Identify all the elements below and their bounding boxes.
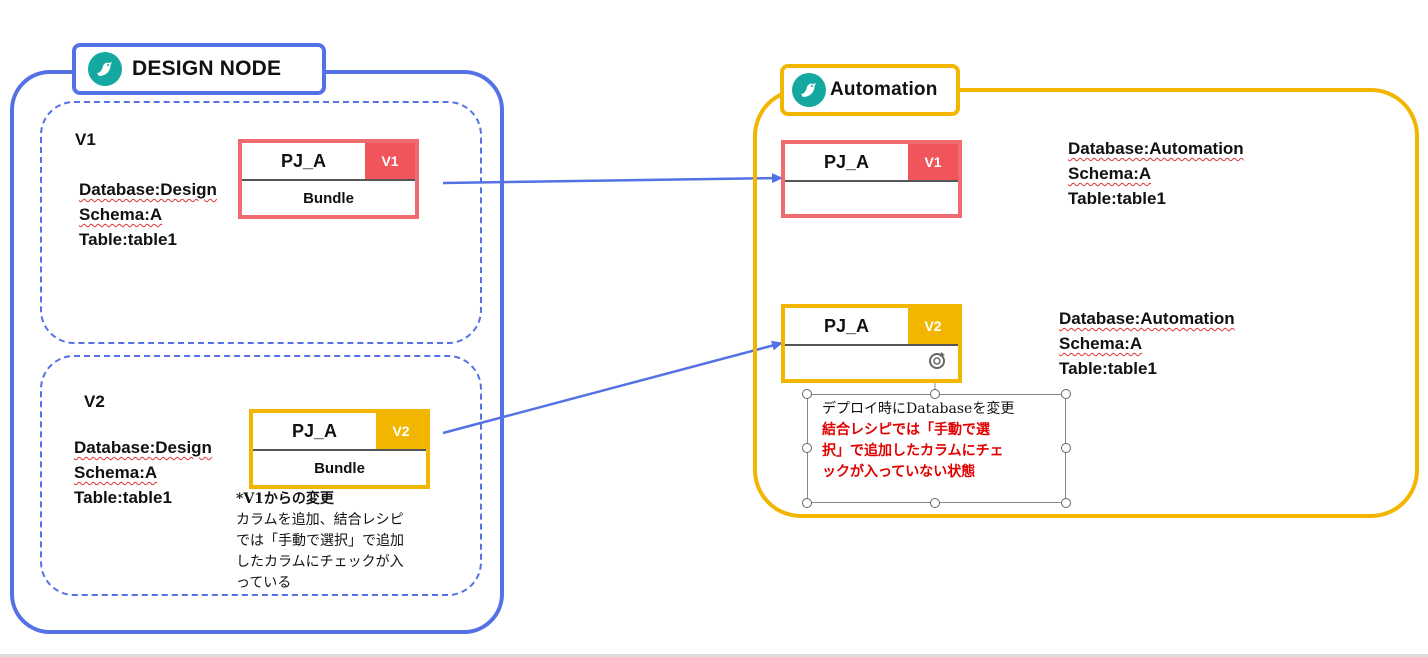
automation-note-textbox[interactable]: デプロイ時にDatabaseを変更 結合レシピでは「手動で選 択」で追加したカラ… [807,394,1066,503]
resize-handle-w[interactable] [802,443,812,453]
design-node-title: DESIGN NODE [132,57,282,80]
automation-v2-table: Table:table1 [1059,359,1157,378]
design-v1-database: Database:Design [79,180,217,199]
design-v2-change-note: *V1からの変更 カラムを追加、結合レシピ では「手動で選択」で追加 したカラム… [236,489,456,594]
automation-title: Automation [830,79,938,100]
bundle-label: Bundle [253,449,426,485]
automation-v2-info: Database:Automation Schema:A Table:table… [1059,306,1235,381]
automation-v2-project-card[interactable]: PJ_A V2 [781,304,962,383]
version-badge: V2 [376,413,426,449]
version-badge: V1 [908,144,958,180]
automation-v1-table: Table:table1 [1068,189,1166,208]
version-badge: V2 [908,308,958,344]
automation-v2-database: Database:Automation [1059,309,1235,328]
design-node-header: DESIGN NODE [72,43,326,95]
resize-handle-ne[interactable] [1061,389,1071,399]
note-line: したカラムにチェックが入 [236,554,404,570]
design-v1-info: Database:Design Schema:A Table:table1 [79,177,217,252]
resize-handle-nw[interactable] [802,389,812,399]
arrow-v2-to-automation [442,340,783,435]
automation-header: Automation [780,64,960,116]
automation-v1-schema: Schema:A [1068,164,1152,183]
design-v1-tag: V1 [75,130,96,149]
design-v2-table: Table:table1 [74,488,172,507]
automation-v1-project-card[interactable]: PJ_A V1 [781,140,962,218]
note-line: では「手動で選択」で追加 [236,533,404,549]
project-name: PJ_A [291,420,338,441]
note-line-red: 結合レシピでは「手動で選 [822,422,990,438]
note-line: デプロイ時にDatabaseを変更 [822,401,1015,417]
version-badge: V1 [365,143,415,179]
bundle-area [785,180,958,214]
resize-handle-sw[interactable] [802,498,812,508]
design-v1-schema: Schema:A [79,205,163,224]
design-v2-tag: V2 [84,392,105,411]
design-v1-table: Table:table1 [79,230,177,249]
note-line: っている [236,575,292,591]
automation-v1-info: Database:Automation Schema:A Table:table… [1068,136,1244,211]
design-v2-section [40,355,482,596]
project-name: PJ_A [823,151,870,172]
note-line-red: ックが入っていない状態 [822,464,976,480]
design-v1-section [40,101,482,344]
automation-v1-database: Database:Automation [1068,139,1244,158]
resize-handle-n[interactable] [930,389,940,399]
automation-node-group [753,88,1419,518]
bundle-area [785,344,958,379]
resize-handle-e[interactable] [1061,443,1071,453]
bird-logo-icon [792,73,826,107]
project-name: PJ_A [823,315,870,336]
design-v2-database: Database:Design [74,438,212,457]
rotate-icon[interactable] [926,350,948,376]
design-v2-info: Database:Design Schema:A Table:table1 [74,435,212,510]
design-v1-project-card[interactable]: PJ_A V1 Bundle [238,139,419,219]
note-line: カラムを追加、結合レシピ [236,512,404,528]
project-name: PJ_A [280,150,327,171]
automation-v2-schema: Schema:A [1059,334,1143,353]
arrow-v1-to-automation [442,173,783,185]
bird-logo-icon [88,52,122,86]
resize-handle-s[interactable] [930,498,940,508]
design-v2-schema: Schema:A [74,463,158,482]
note-line-red: 択」で追加したカラムにチェ [822,443,1004,459]
canvas-bottom-divider [0,654,1428,657]
resize-handle-se[interactable] [1061,498,1071,508]
note-line: *V1からの変更 [236,491,334,507]
bundle-label: Bundle [242,179,415,215]
design-v2-project-card[interactable]: PJ_A V2 Bundle [249,409,430,489]
